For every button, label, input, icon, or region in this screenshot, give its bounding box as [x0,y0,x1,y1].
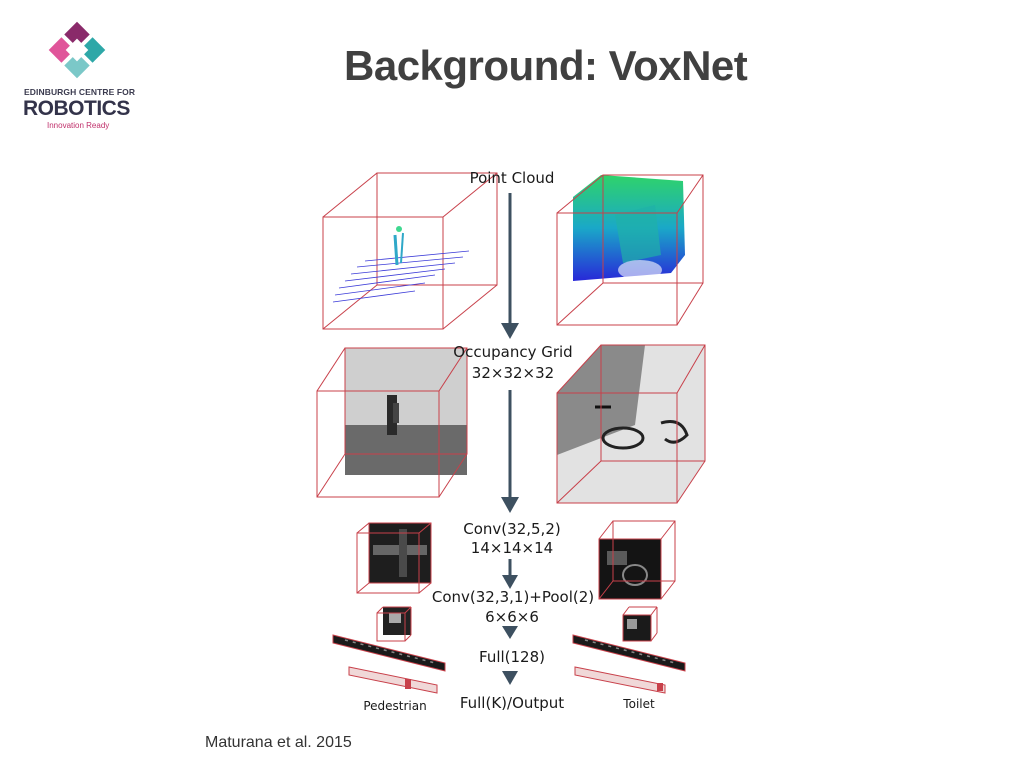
left-output-bar [348,666,438,694]
stage-label-point-cloud: Point Cloud [469,169,555,187]
stage-label-conv2-pool: Conv(32,3,1)+Pool(2) [431,588,595,606]
logo-text-line1: EDINBURGH CENTRE FOR [24,87,136,97]
stage-label-occupancy-grid: Occupancy Grid [453,343,573,361]
logo-mark-icon [48,21,106,79]
stage-sub-occupancy-grid: 32×32×32 [471,364,555,382]
voxnet-figure [316,172,706,694]
logo-text-line2: ROBOTICS [23,97,130,120]
right-conv1-cube [598,520,676,600]
right-occupancy-grid-cube [556,344,706,504]
right-point-cloud-cube [556,174,704,326]
pedestrian-point-cloud [332,226,470,303]
stage-label-full128: Full(128) [479,648,545,666]
left-full128-bar [332,634,446,672]
left-occupancy-grid-cube [316,347,468,498]
right-full128-bar [572,634,686,672]
class-label-pedestrian: Pedestrian [363,699,427,713]
right-output-bar [574,666,666,694]
citation: Maturana et al. 2015 [205,734,352,751]
stage-label-conv1: Conv(32,5,2) [463,520,561,538]
left-conv1-cube [356,522,432,594]
stage-sub-conv2-pool: 6×6×6 [485,608,539,626]
voxnet-diagram: Point Cloud Occupancy Grid 32×32×32 Conv… [305,155,720,720]
logo-tagline: Innovation Ready [47,121,110,130]
stage-sub-conv1: 14×14×14 [470,539,554,557]
class-label-toilet: Toilet [623,697,655,711]
stage-label-output: Full(K)/Output [459,694,565,712]
slide-title: Background: VoxNet [344,42,748,89]
left-point-cloud-cube [322,172,498,330]
flow-arrows [501,193,519,685]
ecr-logo: EDINBURGH CENTRE FOR ROBOTICS Innovation… [20,20,135,135]
right-conv2-cube [622,606,658,642]
left-conv2-cube [376,606,412,642]
